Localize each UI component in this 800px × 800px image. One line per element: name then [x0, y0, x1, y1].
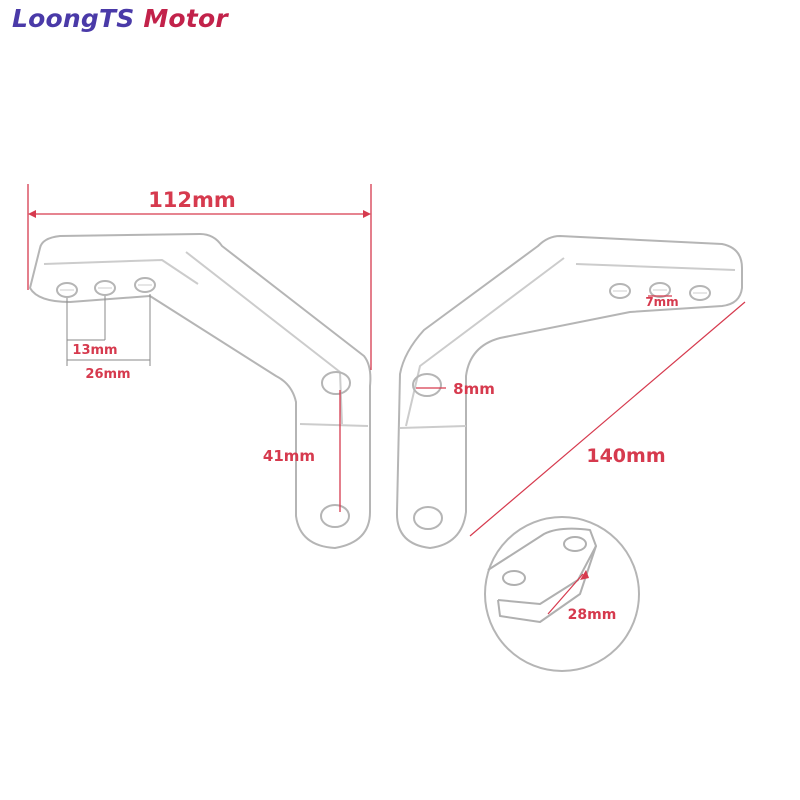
hole-spacing-lines [66, 294, 151, 366]
width-label: 112mm [148, 188, 236, 212]
height-label: 41mm [263, 447, 315, 465]
detail-magnifier [484, 516, 640, 672]
right-bracket [395, 235, 743, 549]
brand-name-part2: Motor [134, 4, 228, 33]
diagonal-label: 140mm [586, 445, 665, 467]
hole-spacing-13-label: 13mm [72, 343, 117, 358]
brand-name-part1: LoongTS [12, 4, 135, 33]
hole-spacing-26-label: 26mm [85, 367, 130, 382]
brand-logo: LoongTS Motor [12, 4, 228, 33]
left-bracket [29, 233, 372, 549]
thickness-label: 28mm [568, 607, 617, 623]
hole-diameter-7-label: 7mm [645, 295, 678, 309]
hole-diameter-line [416, 295, 672, 389]
width-dimension-line [27, 184, 372, 370]
hole-diameter-8-label: 8mm [453, 380, 495, 398]
diagonal-dimension-line [469, 301, 746, 537]
